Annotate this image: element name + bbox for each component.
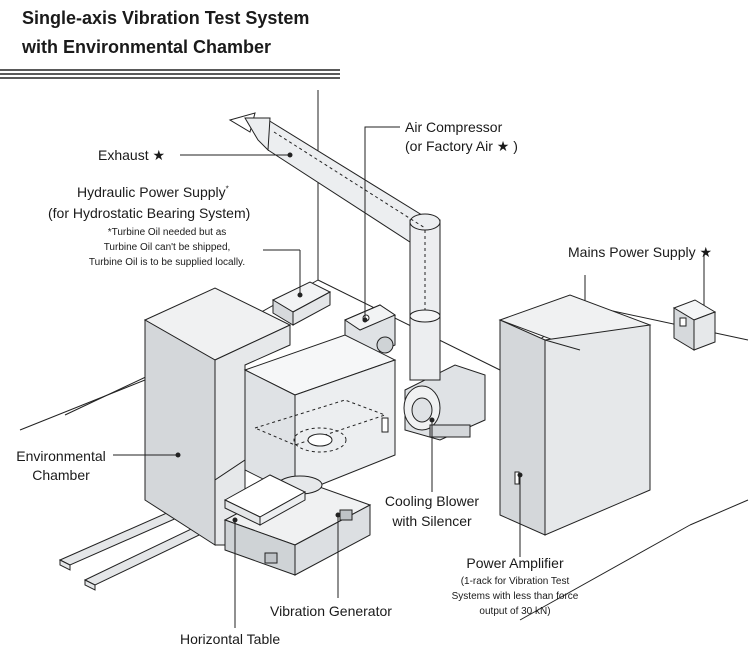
label-environmental-chamber: Environmental <box>16 448 106 464</box>
label-hydraulic-power-supply: Hydraulic Power Supply* <box>77 184 229 200</box>
label-horizontal-table: Horizontal Table <box>180 631 281 647</box>
title-underline <box>0 69 340 79</box>
note-turbine-oil-3: Turbine Oil is to be supplied locally. <box>88 257 246 268</box>
label-air-compressor: Air Compressor <box>405 119 503 135</box>
note-turbine-oil-2: Turbine Oil can't be shipped, <box>103 242 231 253</box>
exhaust-duct <box>228 112 441 316</box>
note-turbine-oil-1: *Turbine Oil needed but as <box>107 227 227 238</box>
hydraulic-power-supply <box>271 281 332 326</box>
label-with-silencer: with Silencer <box>392 513 472 529</box>
label-exhaust: Exhaust ★ <box>98 147 166 163</box>
diagram-title-line2: with Environmental Chamber <box>22 37 272 57</box>
label-chamber: Chamber <box>32 467 90 483</box>
label-power-amplifier: Power Amplifier <box>466 555 564 571</box>
horizontal-table <box>223 474 307 526</box>
label-cooling-blower: Cooling Blower <box>384 493 480 509</box>
label-hydraulic-asterisk: * <box>225 184 229 194</box>
note-power-amplifier-2: Systems with less than force <box>451 591 579 602</box>
label-air-compressor-factory-air: (or Factory Air ★ ) <box>405 138 518 154</box>
note-power-amplifier-3: output of 30 kN) <box>479 606 551 617</box>
environmental-chamber <box>143 287 397 546</box>
power-amplifier <box>498 294 652 536</box>
note-power-amplifier-1: (1-rack for Vibration Test <box>460 576 570 587</box>
leader-lines <box>113 126 705 628</box>
rails <box>58 504 222 591</box>
vibration-generator <box>223 475 372 576</box>
label-vibration-generator: Vibration Generator <box>270 603 392 619</box>
mains-power-supply <box>672 299 717 351</box>
label-hydrostatic-bearing-system: (for Hydrostatic Bearing System) <box>48 205 251 221</box>
diagram-title-line1: Single-axis Vibration Test System <box>22 8 310 28</box>
cooling-blower <box>403 309 486 441</box>
label-hydraulic-text: Hydraulic Power Supply <box>77 184 226 200</box>
label-mains-power-supply: Mains Power Supply ★ <box>568 244 713 260</box>
